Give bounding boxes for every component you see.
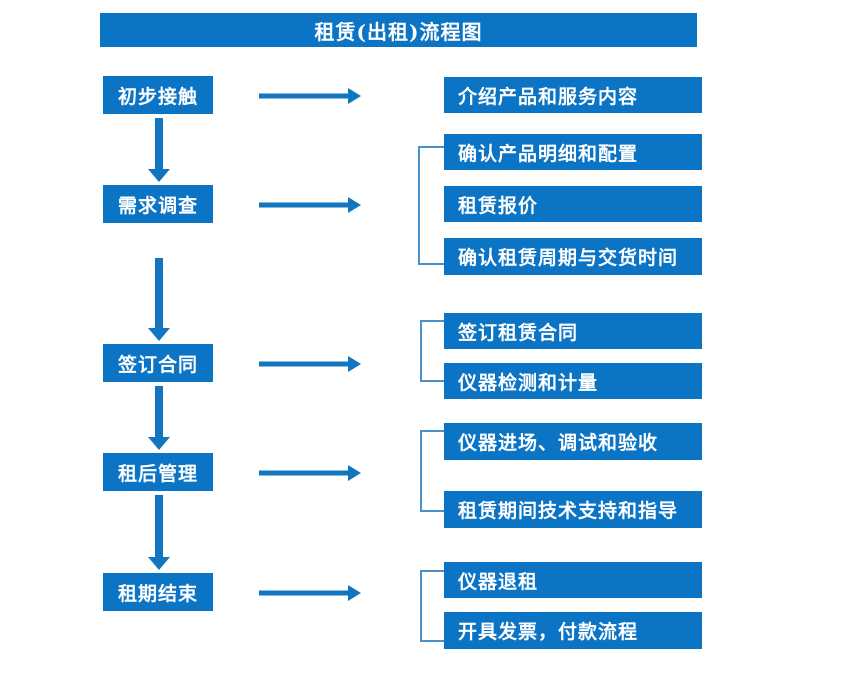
detail-box-5[interactable]: 签订租赁合同 — [444, 313, 702, 349]
arrow-manage-to-end-icon — [148, 495, 170, 570]
detail-box-2[interactable]: 确认产品明细和配置 — [444, 134, 702, 170]
arrow-survey-to-contract-icon — [148, 258, 170, 341]
detail-box-8[interactable]: 租赁期间技术支持和指导 — [444, 491, 702, 528]
arrow-contact-to-survey-icon — [148, 118, 170, 182]
chart-title: 租赁(出租)流程图 — [100, 13, 697, 47]
detail-box-3[interactable]: 租赁报价 — [444, 186, 702, 222]
detail-box-4[interactable]: 确认租赁周期与交货时间 — [444, 238, 702, 275]
link-arrow-2-icon — [259, 197, 361, 213]
stage-box-3[interactable]: 签订合同 — [103, 344, 213, 382]
stage-box-1[interactable]: 初步接触 — [103, 76, 213, 114]
bracket-group-survey — [418, 146, 444, 265]
stage-box-4[interactable]: 租后管理 — [103, 453, 213, 491]
detail-box-6[interactable]: 仪器检测和计量 — [444, 363, 702, 399]
link-arrow-1-icon — [259, 88, 361, 104]
arrow-contract-to-manage-icon — [148, 386, 170, 450]
detail-box-1[interactable]: 介绍产品和服务内容 — [444, 77, 702, 113]
detail-box-7[interactable]: 仪器进场、调试和验收 — [444, 423, 702, 460]
link-arrow-3-icon — [259, 356, 361, 372]
link-arrow-4-icon — [259, 465, 361, 481]
detail-box-9[interactable]: 仪器退租 — [444, 562, 702, 598]
stage-box-2[interactable]: 需求调查 — [103, 185, 213, 223]
stage-box-5[interactable]: 租期结束 — [103, 573, 213, 611]
bracket-group-end — [420, 570, 444, 642]
bracket-group-contract — [420, 320, 444, 382]
detail-box-10[interactable]: 开具发票，付款流程 — [444, 612, 702, 649]
bracket-group-manage — [420, 430, 444, 512]
link-arrow-5-icon — [259, 585, 361, 601]
